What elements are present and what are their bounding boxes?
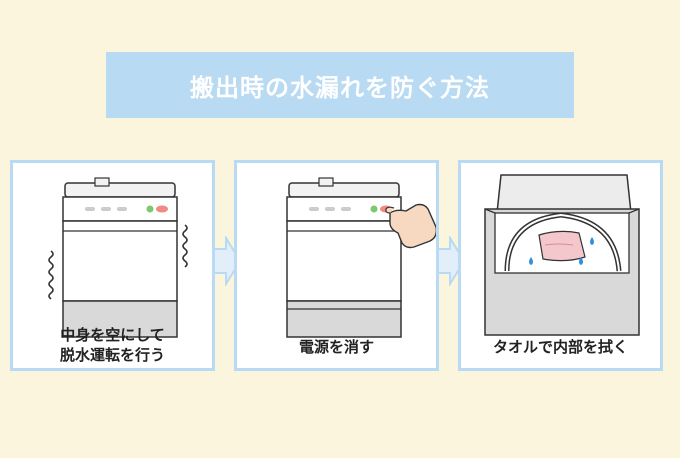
step-1-panel: 中身を空にして 脱水運転を行う <box>10 160 215 371</box>
page-title: 搬出時の水漏れを防ぐ方法 <box>190 73 490 102</box>
vibration-right-icon <box>182 224 188 268</box>
water-drop-icon <box>579 257 583 265</box>
title-banner: 搬出時の水漏れを防ぐ方法 <box>106 52 574 118</box>
water-drop-icon <box>590 237 594 245</box>
step-2-caption: 電源を消す <box>298 338 374 356</box>
hand-icon <box>389 203 436 249</box>
washing-machine-wipe-illustration <box>484 174 640 336</box>
step-3-panel: タオルで内部を拭く <box>458 160 663 371</box>
vibration-left-icon <box>48 250 54 300</box>
towel-icon <box>538 230 586 262</box>
arrow-right-icon <box>213 236 242 286</box>
arrow-right-icon <box>437 236 466 286</box>
step-1-caption: 中身を空にして 脱水運転を行う <box>59 326 165 364</box>
washing-machine-power-illustration <box>286 177 436 338</box>
step-3-caption: タオルで内部を拭く <box>492 338 628 356</box>
step-2-panel: 電源を消す <box>234 160 439 371</box>
washing-machine-spin-illustration <box>48 177 188 338</box>
water-drop-icon <box>529 257 533 265</box>
